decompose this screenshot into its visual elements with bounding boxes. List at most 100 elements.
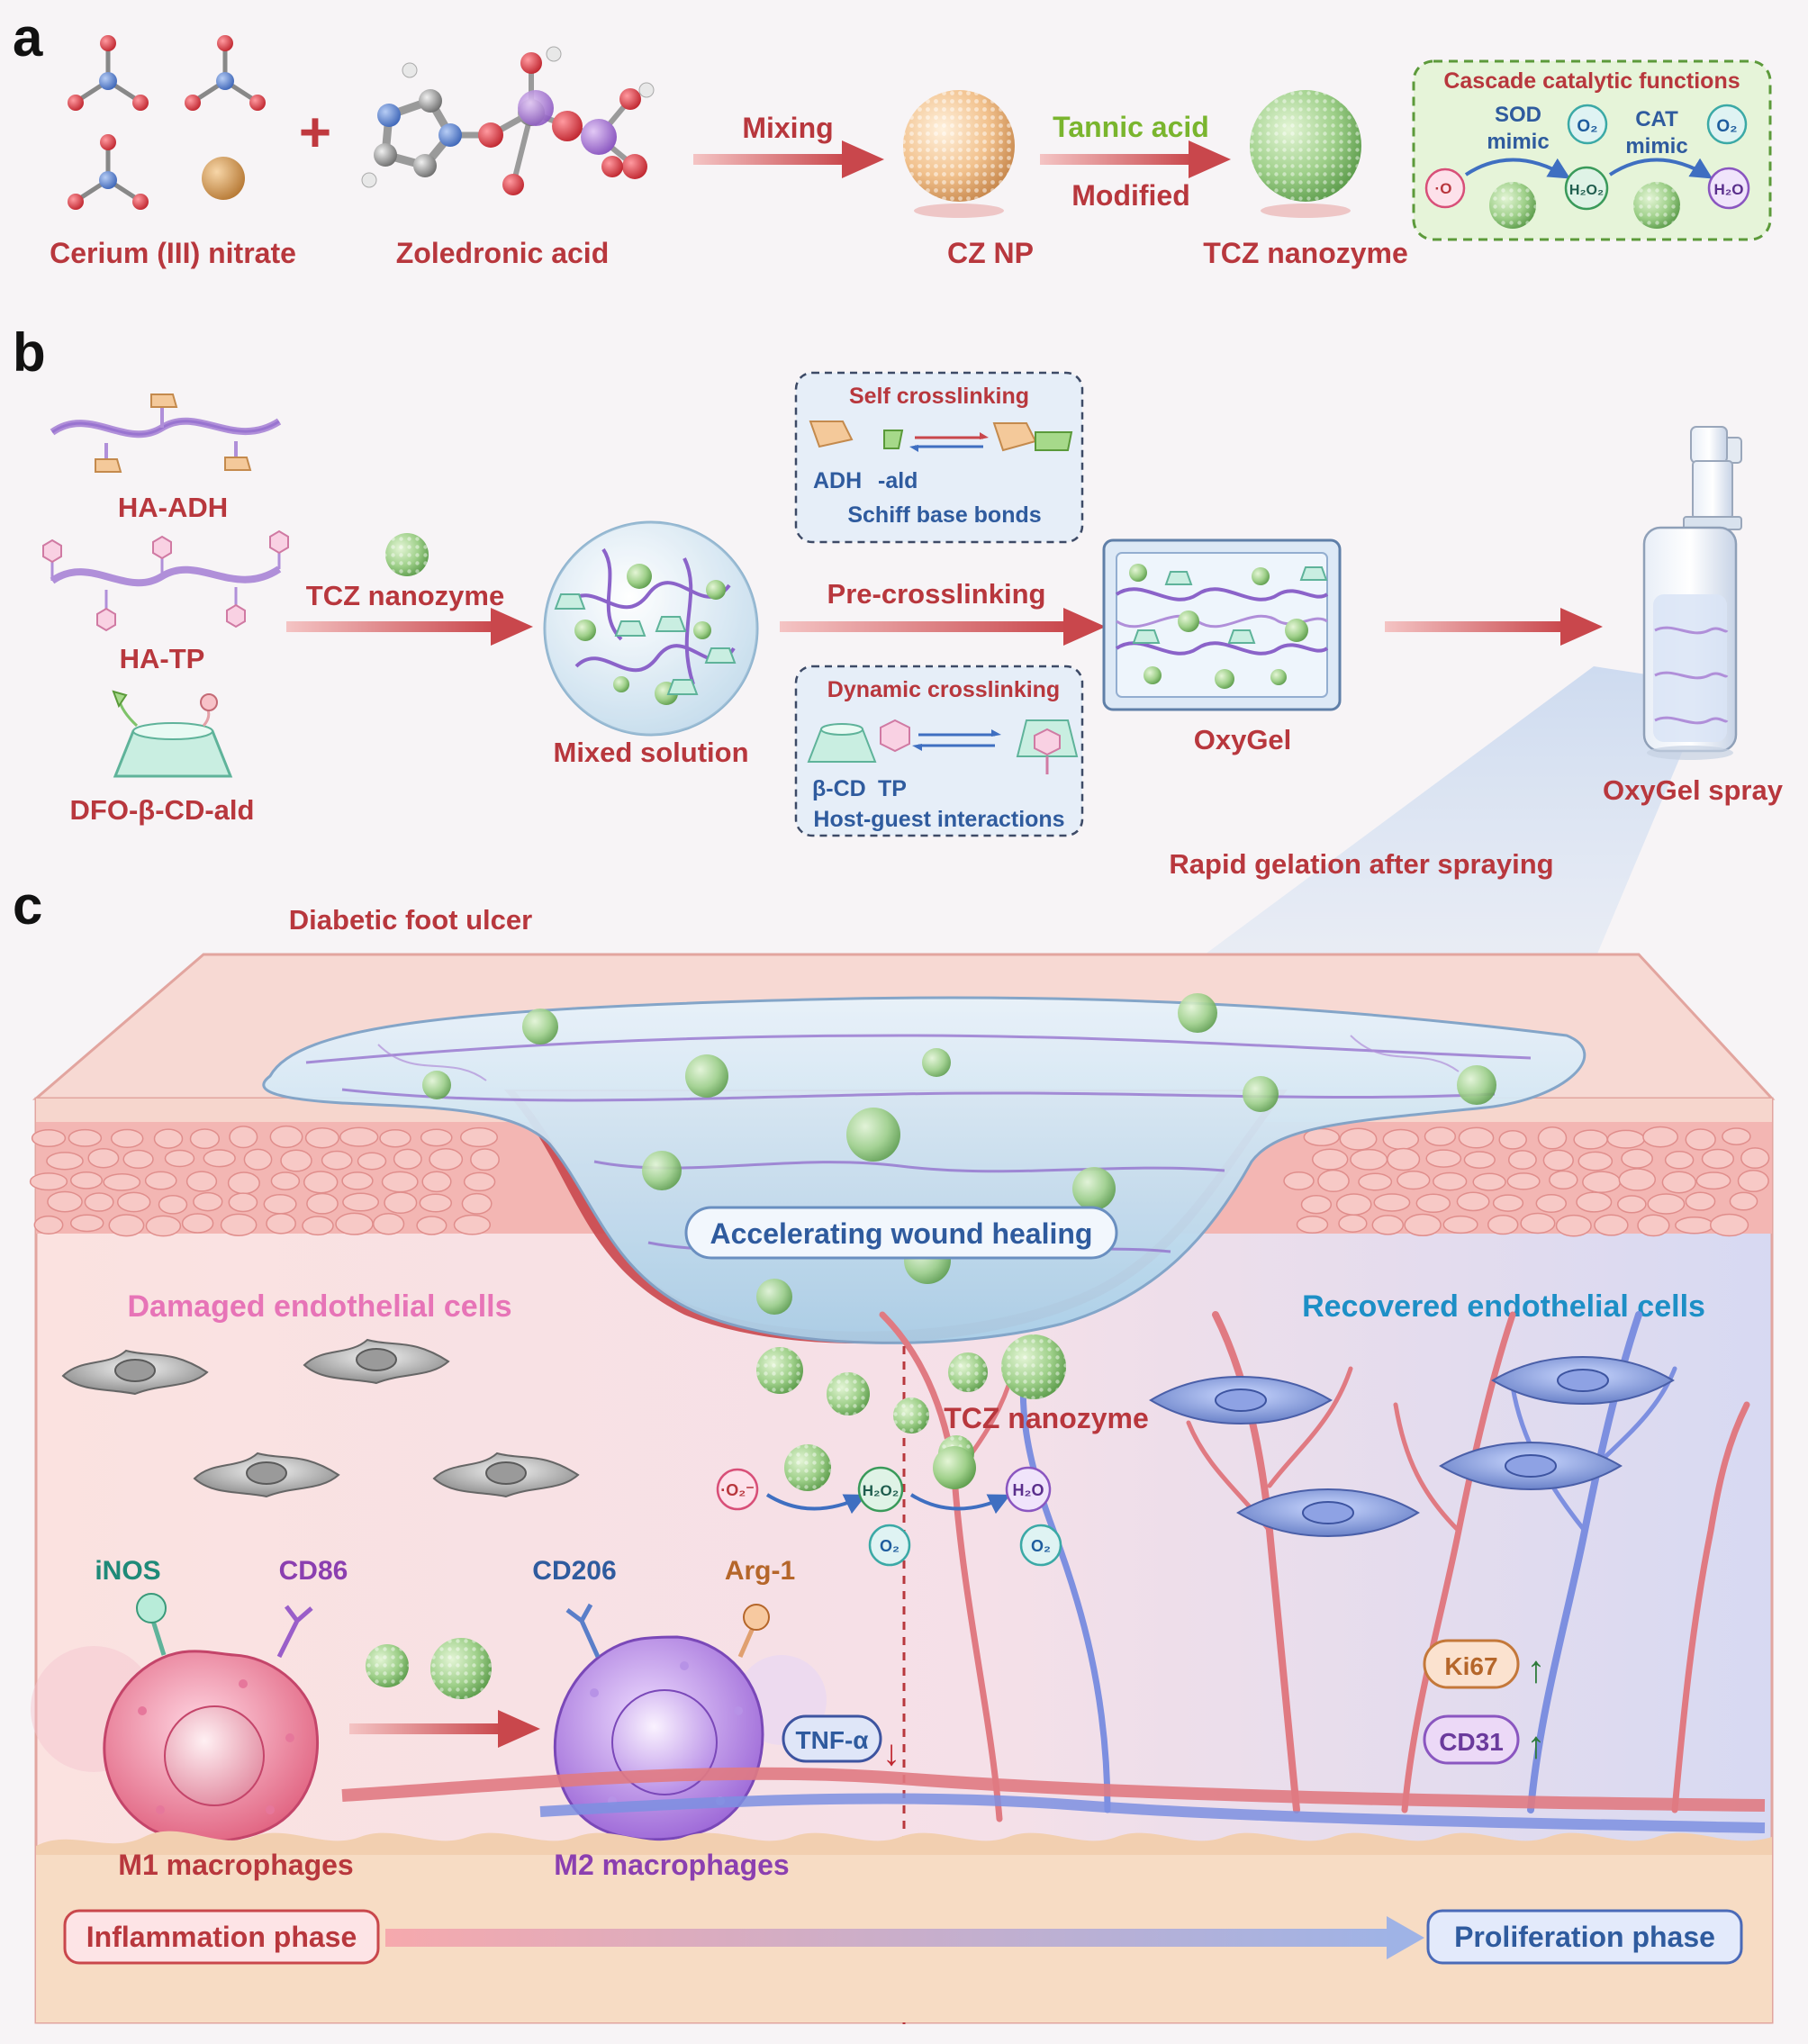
add-tcz-arrow (286, 608, 533, 646)
oxygel-label: OxyGel (1194, 724, 1292, 755)
modify-arrow (1040, 140, 1231, 178)
m1-label: M1 macrophages (118, 1849, 353, 1881)
mixing-arrow (693, 140, 884, 178)
epidermis-cell (145, 1215, 182, 1237)
epidermis-cell (1338, 1214, 1368, 1233)
nitrate-molecule-icon (68, 134, 149, 210)
damaged-label: Damaged endothelial cells (127, 1289, 511, 1324)
epidermis-cell (220, 1213, 258, 1236)
epidermis-cell (1535, 1194, 1568, 1213)
epidermis-cell (302, 1216, 334, 1236)
epidermis-cell (1358, 1172, 1393, 1191)
nitrate-molecule-icon (68, 35, 149, 111)
epidermis-cell (227, 1171, 260, 1195)
epidermis-cell (144, 1171, 177, 1190)
epidermis-cell (1618, 1168, 1657, 1191)
epidermis-cell (1647, 1193, 1686, 1215)
epidermis-cell (1737, 1169, 1769, 1193)
panel-a: a Cerium (13, 7, 1772, 269)
host-guest-text: Host-guest interactions (813, 807, 1064, 832)
epidermis-cell (1582, 1171, 1622, 1194)
svg-text:H₂O: H₂O (1713, 181, 1743, 198)
superoxide-bubble-icon: ·O (1424, 167, 1466, 209)
ki67-label: Ki67 (1444, 1652, 1497, 1680)
epidermis-cell (1701, 1148, 1735, 1170)
tcz-nanozyme-icon (1250, 90, 1361, 218)
cd31-label: CD31 (1439, 1728, 1504, 1756)
o2-bubble-icon: O₂ (1019, 1524, 1062, 1567)
epidermis-cell (1606, 1129, 1645, 1149)
epidermis-cell (342, 1192, 380, 1212)
epidermis-cell (1537, 1126, 1568, 1150)
epidermis-cell (306, 1192, 339, 1215)
epidermis-cell (1573, 1129, 1608, 1150)
inflammation-phase-badge: Inflammation phase (63, 1909, 380, 1965)
dfo-label: DFO-β-CD-ald (70, 794, 255, 826)
epidermis-cell (269, 1125, 303, 1149)
sod-arrow-c (765, 1493, 867, 1515)
epidermis-cell (1311, 1148, 1349, 1171)
beta-cd-icon (807, 723, 877, 763)
epidermis-cell (1507, 1150, 1537, 1171)
plus-sign: + (299, 102, 331, 164)
panel-b-letter: b (13, 322, 46, 383)
epidermis-cell (1487, 1214, 1519, 1235)
epidermis-cell (1709, 1213, 1749, 1237)
epidermis-cell (1555, 1214, 1592, 1237)
tp-guest-icon (880, 719, 910, 753)
epidermis-cell (110, 1128, 144, 1149)
zoledronic-label: Zoledronic acid (396, 237, 609, 269)
modified-label: Modified (1071, 179, 1190, 212)
epidermis-cell (185, 1171, 218, 1192)
panel-b: b HA-ADH HA-TP (13, 322, 1784, 1027)
released-nanozymes (756, 1334, 1066, 1491)
cz-label: CZ NP (947, 237, 1034, 269)
epidermis-cell (379, 1128, 411, 1148)
panel-a-letter: a (13, 7, 43, 68)
ki67-badge: Ki67 (1423, 1639, 1520, 1689)
tcz-arrow-label: TCZ nanozyme (306, 580, 504, 611)
epidermis-cell (470, 1148, 500, 1171)
cerium-label: Cerium (III) nitrate (50, 237, 296, 269)
epidermis-cell (1472, 1172, 1506, 1191)
epidermis-cell (1458, 1126, 1495, 1149)
epidermis-cell (357, 1152, 387, 1171)
epidermis-cell (1498, 1129, 1527, 1150)
healing-label: Accelerating wound healing (710, 1217, 1093, 1250)
svg-text:O₂: O₂ (880, 1537, 899, 1555)
epidermis-cell (304, 1126, 339, 1149)
epidermis-cell (193, 1191, 223, 1212)
epidermis-cell (1616, 1195, 1647, 1214)
svg-text:H₂O₂: H₂O₂ (863, 1482, 899, 1499)
epidermis-cell (189, 1128, 221, 1150)
epidermis-cell (421, 1171, 452, 1193)
epidermis-cell (1433, 1171, 1468, 1191)
epidermis-cell (372, 1213, 405, 1235)
epidermis-cell (229, 1126, 258, 1149)
dynamic-crosslinking-box: Dynamic crosslinking β-CD TP Host-guest … (794, 665, 1084, 837)
cd31-badge: CD31 (1423, 1714, 1520, 1765)
epidermis-cell (29, 1172, 68, 1191)
adh-group-icon (809, 421, 854, 448)
epidermis-cell (69, 1171, 104, 1189)
svg-text:·O: ·O (1435, 180, 1452, 197)
tnf-alpha-badge: TNF-α (782, 1714, 882, 1763)
epidermis-cells (29, 1125, 1770, 1237)
nitrate-molecule-icon (185, 35, 266, 111)
self-crosslinking-title: Self crosslinking (849, 384, 1029, 409)
horizontal-vessels (341, 1767, 1766, 1833)
ald-group-icon (883, 430, 904, 449)
oxygel-spray-label: OxyGel spray (1603, 774, 1784, 806)
epidermis-cell (1685, 1128, 1716, 1151)
svg-text:O₂: O₂ (1577, 117, 1597, 136)
epidermis-cell (203, 1149, 236, 1168)
tcz-label: TCZ nanozyme (1203, 237, 1408, 269)
cerium-ion-icon (202, 157, 245, 200)
epidermis-cell (1300, 1195, 1333, 1215)
epidermis-cell (384, 1191, 418, 1215)
epidermis-cell (420, 1128, 453, 1147)
epidermis-cell (1371, 1215, 1405, 1235)
epidermis-cell (1492, 1194, 1524, 1212)
arg1-marker-icon (743, 1604, 770, 1631)
